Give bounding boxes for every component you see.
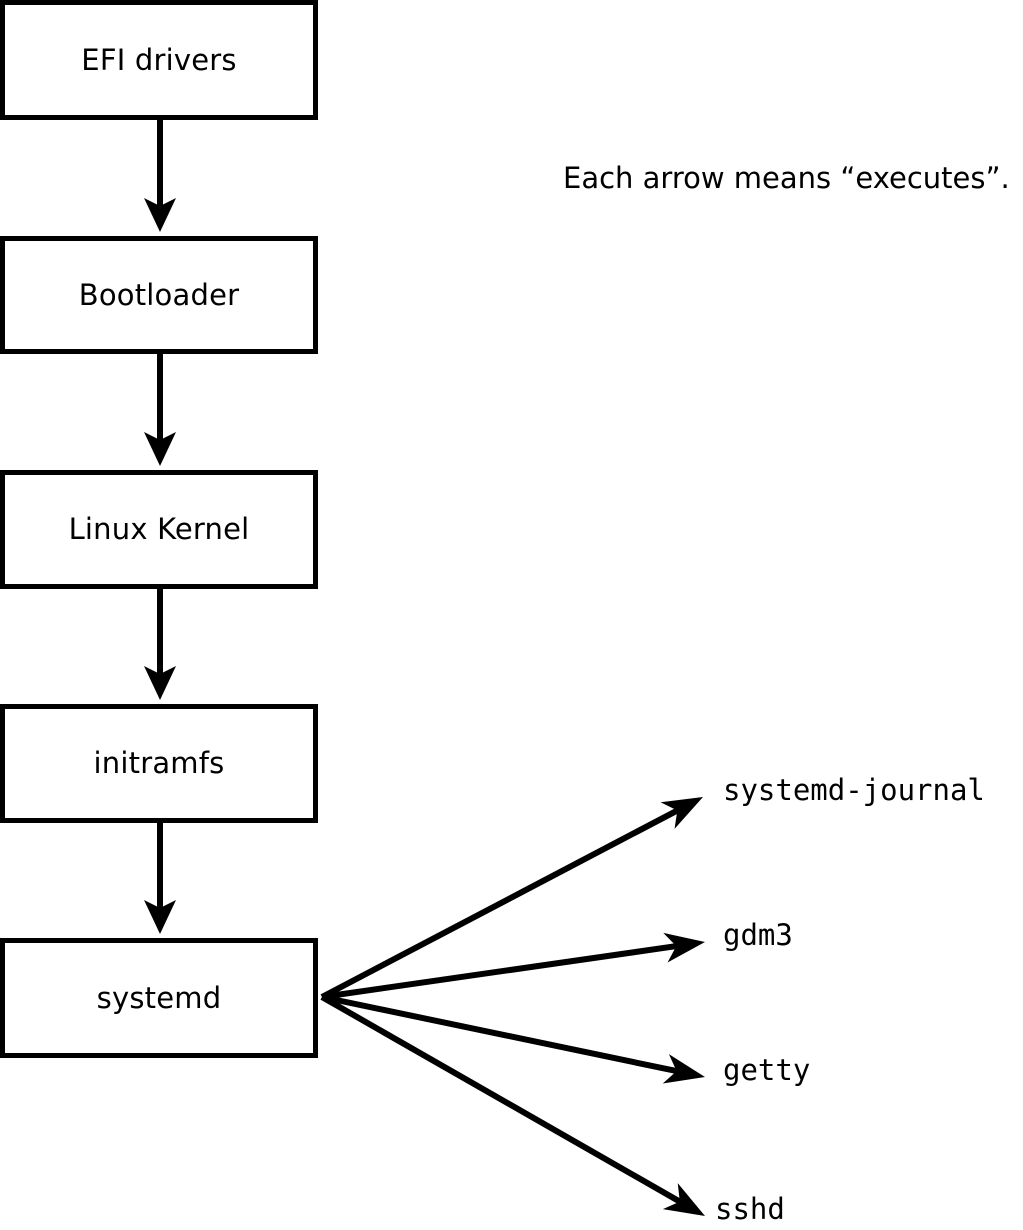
stage-label-linux-kernel: Linux Kernel <box>68 512 250 546</box>
service-label-gdm3[interactable]: gdm3 <box>723 918 793 952</box>
fanout-arrow-head-gdm3 <box>663 932 705 963</box>
chain-arrow-head-bootloader-to-linux-kernel <box>144 432 176 466</box>
fanout-arrow-shaft-gdm3 <box>321 942 679 1000</box>
fanout-arrow-head-sshd <box>662 1183 705 1216</box>
service-label-sshd[interactable]: sshd <box>715 1192 785 1226</box>
stage-box-linux-kernel[interactable]: Linux Kernel <box>0 470 318 589</box>
stage-box-bootloader[interactable]: Bootloader <box>0 236 318 354</box>
stage-label-systemd: systemd <box>96 980 222 1015</box>
chain-arrow-head-efi-drivers-to-bootloader <box>144 198 176 232</box>
chain-arrow-head-linux-kernel-to-initramfs <box>144 666 176 700</box>
stage-label-bootloader: Bootloader <box>78 277 240 312</box>
diagram-caption: Each arrow means “executes”. <box>563 161 1010 195</box>
stage-label-efi-drivers: EFI drivers <box>81 42 237 77</box>
fanout-arrow-shaft-getty <box>321 994 680 1075</box>
service-label-getty[interactable]: getty <box>723 1053 811 1087</box>
fanout-arrow-head-systemd-journal <box>660 797 703 829</box>
fanout-arrow-head-getty <box>662 1054 705 1084</box>
service-label-systemd-journal[interactable]: systemd-journal <box>723 773 985 807</box>
fanout-arrow-shaft-systemd-journal <box>320 806 681 1000</box>
stage-label-initramfs: initramfs <box>93 746 225 780</box>
fanout-arrow-shaft-sshd <box>320 994 684 1206</box>
stage-box-systemd[interactable]: systemd <box>0 938 318 1058</box>
stage-box-initramfs[interactable]: initramfs <box>0 704 318 823</box>
chain-arrow-head-initramfs-to-systemd <box>144 900 176 934</box>
stage-box-efi-drivers[interactable]: EFI drivers <box>0 0 318 120</box>
